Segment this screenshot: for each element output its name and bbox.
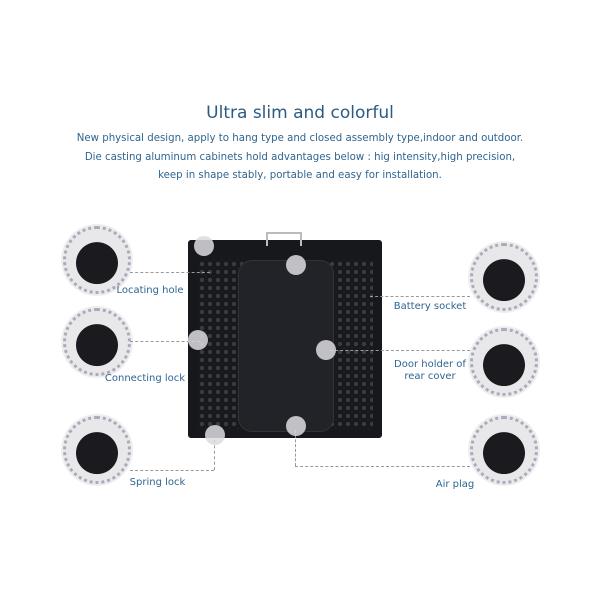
page-title: Ultra slim and colorful bbox=[206, 103, 394, 123]
locating-hole-marker bbox=[194, 236, 214, 256]
battery-socket-marker bbox=[286, 255, 306, 275]
locating-hole-photo bbox=[63, 226, 131, 294]
spring-lock-photo bbox=[63, 416, 131, 484]
description-line: keep in shape stably, portable and easy … bbox=[158, 170, 442, 181]
connecting-lock-marker bbox=[188, 330, 208, 350]
label-connecting-lock: Connecting lock bbox=[104, 373, 186, 384]
air-plag-marker bbox=[286, 416, 306, 436]
description-line: Die casting aluminum cabinets hold advan… bbox=[84, 152, 516, 163]
description-line: New physical design, apply to hang type … bbox=[76, 133, 524, 144]
label-battery-socket: Battery socket bbox=[393, 301, 467, 312]
label-door-holder: rear cover bbox=[404, 371, 456, 382]
door-holder-marker bbox=[316, 340, 336, 360]
label-spring-lock: Spring lock bbox=[129, 477, 186, 488]
door-holder-photo bbox=[470, 328, 538, 396]
battery-socket-photo bbox=[470, 243, 538, 311]
spring-lock-marker bbox=[205, 425, 225, 445]
cabinet-image bbox=[188, 232, 382, 438]
air-plag-photo bbox=[470, 416, 538, 484]
label-air-plag: Air plag bbox=[435, 479, 475, 490]
connecting-lock-photo bbox=[63, 308, 131, 376]
label-locating-hole: Locating hole bbox=[116, 285, 184, 296]
label-door-holder: Door holder of bbox=[394, 359, 466, 370]
